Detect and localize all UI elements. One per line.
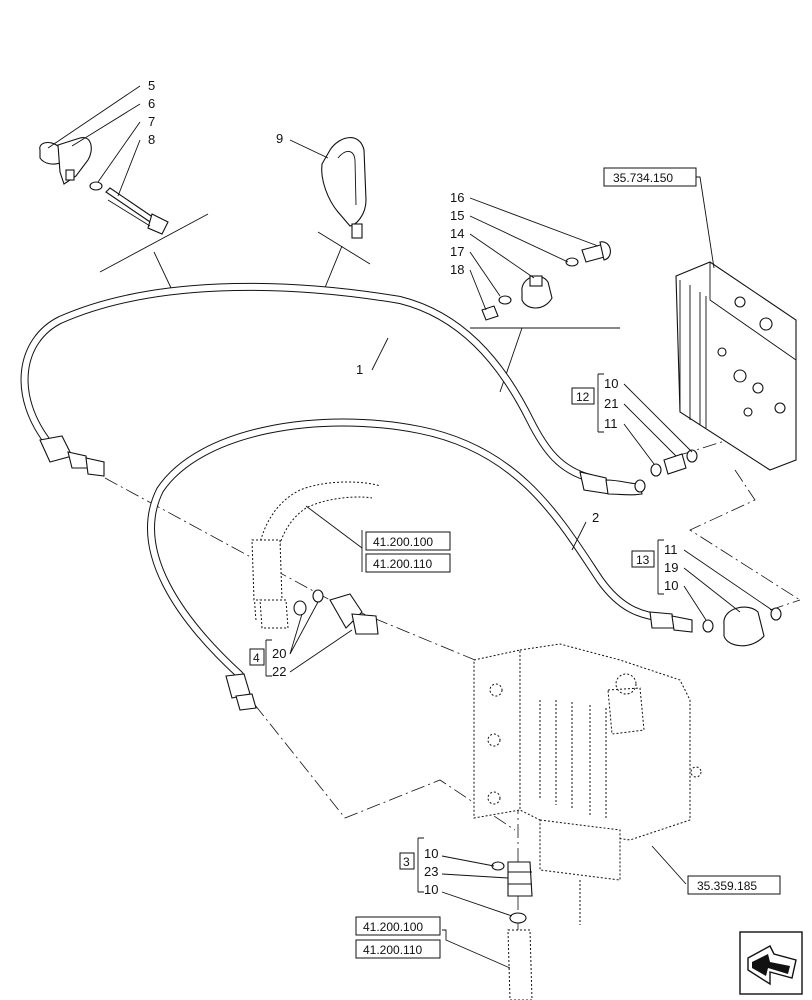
group-13-box[interactable]: [631, 550, 655, 568]
ref-41200110-bottom[interactable]: [355, 939, 441, 959]
callout-8: 8: [148, 132, 155, 147]
ref-41200100-bottom[interactable]: [355, 916, 441, 936]
callout-15: 15: [450, 208, 464, 223]
ref-41200110-mid[interactable]: [365, 553, 451, 573]
callout-1: 1: [356, 362, 363, 377]
group-4: 4 20 22: [249, 601, 353, 679]
hose-2: [147, 418, 693, 711]
callout-12-21: 21: [604, 396, 618, 411]
clip-assembly: [39, 137, 169, 235]
ref-35359185: 35.359.185: [651, 845, 781, 895]
group-3-label: 3: [403, 855, 410, 869]
group-12-label: 12: [576, 390, 590, 404]
valve-block-bottom: [473, 643, 702, 925]
group-3-box[interactable]: [399, 852, 415, 870]
group-4-box[interactable]: [249, 648, 265, 666]
group-13: 13 11 19 10: [631, 539, 773, 621]
leader-1: [371, 337, 389, 371]
callout-9: 9: [276, 131, 283, 146]
elbow-fitting-4: [293, 589, 379, 635]
hose-ref-middle: 41.200.100 41.200.110: [305, 505, 451, 573]
leaders-14-18: [469, 197, 599, 311]
callout-12-10: 10: [604, 376, 618, 391]
group-12: 12 10 21 11: [571, 373, 693, 465]
callout-4-22: 22: [272, 664, 286, 679]
callout-3-10a: 10: [424, 846, 438, 861]
callout-2: 2: [592, 510, 599, 525]
callout-3-10b: 10: [424, 882, 438, 897]
callout-13-10: 10: [664, 578, 678, 593]
callout-14: 14: [450, 226, 464, 241]
callout-12-11: 11: [604, 416, 618, 431]
group-12-box[interactable]: [571, 387, 595, 405]
fitting-group-12: [650, 449, 698, 477]
ref-41200100-mid-label: 41.200.100: [373, 535, 433, 549]
hose-strap: [321, 137, 367, 239]
callout-4-20: 20: [272, 646, 286, 661]
ref-35359185-label: 35.359.185: [697, 879, 757, 893]
ref-35359185-box[interactable]: [687, 875, 781, 895]
install-pointers: [99, 213, 620, 393]
ref-41200100-mid[interactable]: [365, 531, 451, 551]
callout-6: 6: [148, 96, 155, 111]
ref-41200110-bottom-label: 41.200.110: [363, 943, 422, 957]
leaders-5-8: [47, 85, 141, 197]
callout-16: 16: [450, 190, 464, 205]
ref-41200110-mid-label: 41.200.110: [373, 557, 432, 571]
next-page-arrow-icon[interactable]: [739, 931, 803, 995]
fitting-group-13: [702, 606, 782, 647]
ref-41200100-bottom-label: 41.200.100: [363, 920, 423, 934]
fitting-group-3: [491, 861, 533, 1000]
group-4-label: 4: [253, 651, 260, 665]
clamp-assembly: [481, 241, 611, 321]
group-13-label: 13: [636, 553, 650, 567]
callout-13-11: 11: [664, 542, 678, 557]
ref-35734150: 35.734.150: [603, 167, 715, 269]
bottom-hose-ref: 41.200.100 41.200.110: [355, 916, 511, 969]
callout-7: 7: [148, 114, 155, 129]
ghost-hose-upper: [251, 481, 381, 629]
group-3: 3 10 23 10: [399, 837, 513, 917]
leader-9: [289, 139, 329, 159]
callout-17: 17: [450, 244, 464, 259]
ref-35734150-label: 35.734.150: [613, 171, 673, 185]
callout-13-19: 19: [664, 560, 678, 575]
leader-2: [571, 521, 587, 551]
callout-18: 18: [450, 262, 464, 277]
valve-block-top: [675, 261, 797, 471]
callout-5: 5: [148, 78, 155, 93]
hose-1: [20, 282, 646, 496]
callout-3-23: 23: [424, 864, 438, 879]
